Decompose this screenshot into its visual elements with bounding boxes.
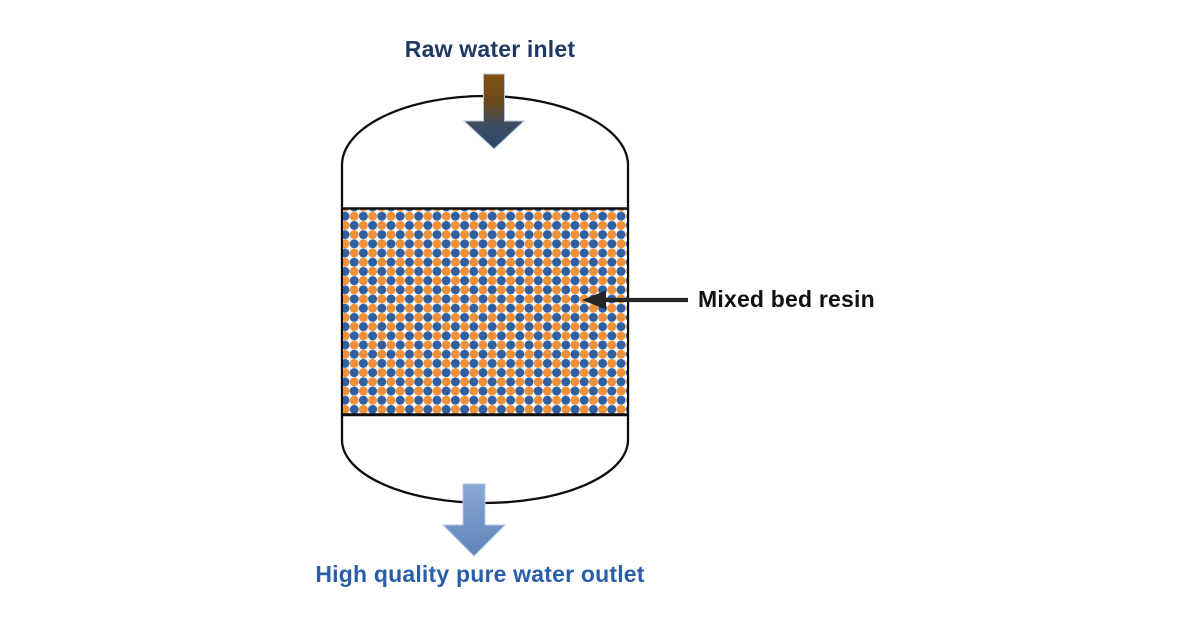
resin-pointer-label: Mixed bed resin	[698, 286, 875, 312]
resin-pointer-arrowhead-icon	[582, 290, 606, 310]
outlet-arrow-icon	[441, 483, 507, 557]
inlet-label: Raw water inlet	[404, 36, 576, 62]
outlet-label: High quality pure water outlet	[315, 561, 645, 587]
resin-bed	[343, 209, 627, 414]
inlet-arrow-icon	[462, 73, 526, 150]
